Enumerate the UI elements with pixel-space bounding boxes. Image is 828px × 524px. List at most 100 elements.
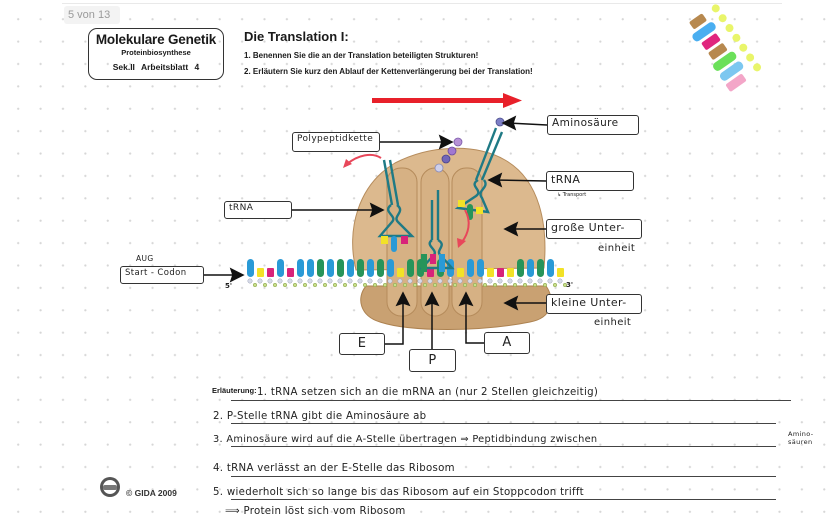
task-1: 1. Benennen Sie die an der Translation b… <box>244 51 479 60</box>
answer-margin-note-1: Amino- <box>788 430 814 438</box>
answers-label: Erläuterung: <box>212 386 257 395</box>
mrna-base <box>357 259 364 277</box>
mrna-base <box>277 259 284 277</box>
task-2: 2. Erläutern Sie kurz den Ablauf der Ket… <box>244 67 533 76</box>
mrna-backbone-dot <box>297 278 303 284</box>
mrna-base <box>547 259 554 277</box>
mrna-backbone-dot <box>417 278 423 284</box>
mrna-backbone-dot <box>327 278 333 284</box>
mrna-backbone-dot <box>357 278 363 284</box>
label-aug: AUG <box>136 254 154 263</box>
mrna-base <box>467 259 474 277</box>
mrna-backbone-dot <box>547 278 553 284</box>
mrna-backbone-dot <box>292 282 298 288</box>
mrna-base <box>297 259 304 277</box>
mrna-base <box>367 259 374 277</box>
gida-logo-icon <box>100 477 120 497</box>
mrna-base <box>527 259 534 277</box>
mrna-backbone-dot <box>397 278 403 284</box>
label-kleine-untereinheit-cont: einheit <box>594 317 632 328</box>
mrna-base <box>377 259 384 277</box>
mrna-backbone-dot <box>287 278 293 284</box>
label-trna-right: tRNA <box>546 171 634 191</box>
mrna-backbone-dot <box>277 278 283 284</box>
mrna-backbone-dot <box>317 278 323 284</box>
mrna-backbone-dot <box>427 278 433 284</box>
label-trna-transport-note: ↳ Transport <box>557 192 587 198</box>
label-trna-left: tRNA <box>224 201 292 219</box>
mrna-backbone-dot <box>447 278 453 284</box>
answer-rule-5 <box>231 499 776 500</box>
mrna-base <box>287 268 294 277</box>
mrna-backbone-dot <box>322 282 328 288</box>
worksheet-subtitle: Proteinbiosynthese <box>121 48 191 57</box>
label-site-e: E <box>339 333 385 355</box>
mrna-backbone-dot <box>257 278 263 284</box>
mrna-backbone-dot <box>457 278 463 284</box>
worksheet-level: Sek.II Arbeitsblatt 4 <box>112 62 200 72</box>
mrna-base <box>427 268 434 277</box>
mrna-base <box>517 259 524 277</box>
mrna-base <box>247 259 254 277</box>
mrna-backbone-dot <box>387 278 393 284</box>
mrna-backbone-dot <box>442 282 448 288</box>
mrna-backbone-dot <box>402 282 408 288</box>
dna-logo-icon <box>689 4 762 92</box>
mrna-backbone-dot <box>382 282 388 288</box>
mrna-backbone-dot <box>497 278 503 284</box>
mrna-backbone-dot <box>367 278 373 284</box>
mrna-backbone-dot <box>282 282 288 288</box>
mrna-backbone-dot <box>527 278 533 284</box>
label-site-a: A <box>484 332 530 354</box>
mrna-base <box>267 268 274 277</box>
mrna-base <box>347 259 354 277</box>
mrna-base <box>457 268 464 277</box>
mrna-backbone-dot <box>552 282 558 288</box>
mrna-backbone-dot <box>392 282 398 288</box>
direction-arrow-icon <box>372 93 522 108</box>
answer-line-6: ⟹ Protein löst sich vom Ribosom <box>225 506 406 517</box>
mrna-backbone-dot <box>347 278 353 284</box>
label-grosse-untereinheit-cont: einheit <box>598 243 636 254</box>
mrna-backbone-dot <box>557 278 563 284</box>
mrna-strand <box>247 259 568 288</box>
answer-rule-1 <box>231 400 791 401</box>
mrna-backbone-dot <box>247 278 253 284</box>
answer-margin-note-2: säuren <box>788 438 813 446</box>
mrna-backbone-dot <box>507 278 513 284</box>
mrna-backbone-dot <box>517 278 523 284</box>
mrna-backbone-dot <box>472 282 478 288</box>
mrna-backbone-dot <box>272 282 278 288</box>
label-pointers <box>204 115 548 350</box>
mrna-backbone-dot <box>562 282 568 288</box>
worksheet-title-box: Molekulare Genetik Proteinbiosynthese Se… <box>88 28 224 80</box>
label-3-prime: 3' <box>566 281 574 289</box>
mrna-backbone-dot <box>332 282 338 288</box>
mrna-base <box>477 259 484 277</box>
label-aminosaeure: Aminosäure <box>547 115 639 135</box>
mrna-backbone-dot <box>487 278 493 284</box>
mrna-backbone-dot <box>302 282 308 288</box>
mrna-backbone-dot <box>307 278 313 284</box>
mrna-backbone-dot <box>492 282 498 288</box>
answer-line-1: 1. tRNA setzen sich an die mRNA an (nur … <box>257 387 599 398</box>
mrna-backbone-dot <box>537 278 543 284</box>
mrna-backbone-dot <box>432 282 438 288</box>
mrna-base <box>407 259 414 277</box>
mrna-backbone-dot <box>342 282 348 288</box>
label-polypeptidkette: Polypeptidkette <box>292 132 380 152</box>
mrna-backbone-dot <box>412 282 418 288</box>
mrna-backbone-dot <box>482 282 488 288</box>
answer-rule-4 <box>231 476 776 477</box>
mrna-base <box>387 259 394 277</box>
mrna-backbone-dot <box>522 282 528 288</box>
mrna-base <box>327 259 334 277</box>
mrna-backbone-dot <box>362 282 368 288</box>
mrna-backbone-dot <box>437 278 443 284</box>
copyright: © GIDA 2009 <box>126 488 177 498</box>
answer-line-2: 2. P-Stelle tRNA gibt die Aminosäure ab <box>213 411 427 422</box>
mrna-base <box>317 259 324 277</box>
mrna-backbone-dot <box>407 278 413 284</box>
mrna-base <box>397 268 404 277</box>
mrna-base <box>557 268 564 277</box>
